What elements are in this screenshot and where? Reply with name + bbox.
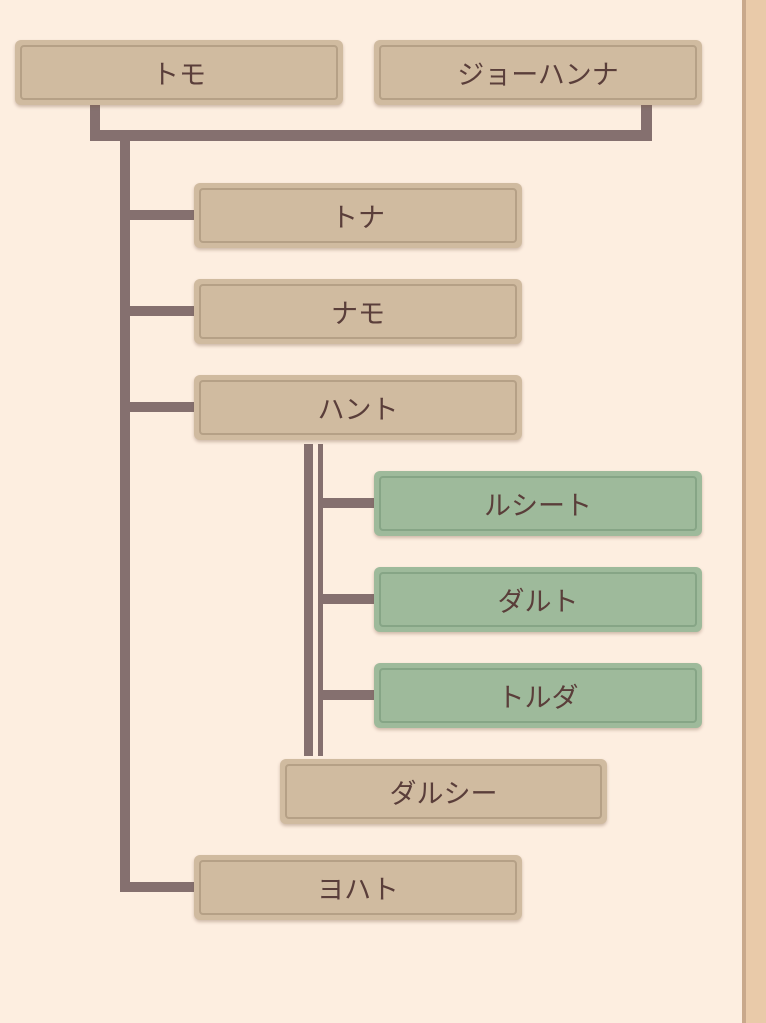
person-name: トナ (331, 203, 385, 234)
connector-line (318, 498, 374, 508)
person-name: ハント (317, 395, 399, 426)
person-name: トモ (152, 60, 206, 91)
connector-line (120, 882, 194, 892)
connector-line (120, 306, 194, 316)
connector-line (120, 140, 130, 892)
person-node-dulcie[interactable]: ダルシー (280, 759, 607, 824)
connector-line (120, 402, 194, 412)
connector-line (318, 690, 374, 700)
connector-line (90, 130, 652, 141)
person-name: ジョーハンナ (457, 60, 619, 91)
person-node-tomo[interactable]: トモ (15, 40, 343, 105)
person-name: ルシート (484, 491, 592, 522)
person-node-tona[interactable]: トナ (194, 183, 522, 248)
person-node-tolda[interactable]: トルダ (374, 663, 702, 728)
connector-line (318, 594, 374, 604)
person-node-hunt[interactable]: ハント (194, 375, 522, 440)
person-name: ダルシー (389, 779, 498, 810)
side-strip (746, 0, 766, 1023)
person-node-johanna[interactable]: ジョーハンナ (374, 40, 702, 105)
connector-line (304, 444, 313, 756)
panel-border (742, 0, 746, 1023)
person-name: ヨハト (317, 875, 399, 906)
person-node-namo[interactable]: ナモ (194, 279, 522, 344)
person-name: ナモ (331, 299, 385, 330)
person-node-yohato[interactable]: ヨハト (194, 855, 522, 920)
person-name: ダルト (497, 587, 579, 618)
person-node-lucito[interactable]: ルシート (374, 471, 702, 536)
connector-line (641, 105, 652, 141)
person-node-dalt[interactable]: ダルト (374, 567, 702, 632)
connector-line (90, 105, 100, 141)
person-name: トルダ (497, 683, 579, 714)
connector-line (120, 210, 194, 220)
